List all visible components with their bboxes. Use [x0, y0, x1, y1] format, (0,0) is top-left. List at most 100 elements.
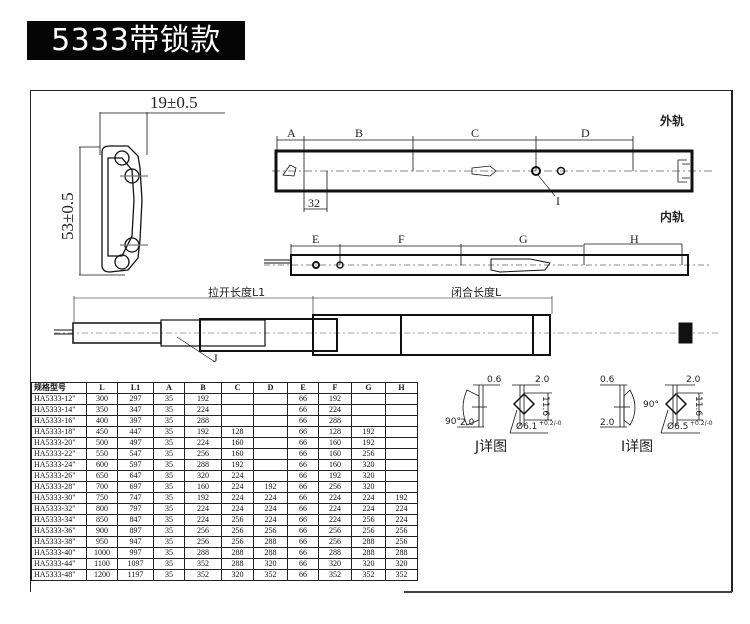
value-cell: 224: [184, 514, 222, 526]
value-cell: 66: [287, 470, 319, 482]
value-cell: 256: [184, 525, 222, 537]
detail-i-side: 2.0: [686, 375, 701, 385]
col-header-l1: L1: [117, 382, 154, 394]
drawing-frame: [30, 90, 732, 592]
value-cell: 35: [153, 459, 185, 471]
value-cell: [221, 404, 254, 416]
value-cell: 352: [351, 569, 386, 581]
col-header-model: 规格型号: [31, 382, 87, 394]
value-cell: 1197: [117, 569, 154, 581]
value-cell: 947: [117, 536, 154, 548]
value-cell: 66: [287, 481, 319, 493]
value-cell: 35: [153, 492, 185, 504]
value-cell: 35: [153, 404, 185, 416]
value-cell: 35: [153, 481, 185, 493]
outer-rail-label: 外轨: [660, 114, 685, 128]
model-cell: HA5333-18": [31, 426, 87, 438]
value-cell: 35: [153, 547, 185, 559]
value-cell: 35: [153, 426, 185, 438]
model-cell: HA5333-26": [31, 470, 87, 482]
value-cell: 224: [253, 503, 288, 515]
value-cell: [253, 448, 288, 460]
value-cell: 747: [117, 492, 154, 504]
value-cell: 352: [253, 569, 288, 581]
value-cell: 1097: [117, 558, 154, 570]
dim-a-label: A: [287, 126, 296, 140]
model-cell: HA5333-16": [31, 415, 87, 427]
detail-j-hole-tol: +0.2/-0: [539, 420, 562, 427]
value-cell: 192: [253, 481, 288, 493]
model-cell: HA5333-34": [31, 514, 87, 526]
value-cell: 288: [318, 415, 352, 427]
value-cell: 35: [153, 558, 185, 570]
value-cell: 160: [221, 437, 254, 449]
value-cell: [221, 393, 254, 405]
value-cell: 224: [318, 492, 352, 504]
value-cell: 288: [184, 459, 222, 471]
value-cell: 35: [153, 569, 185, 581]
value-cell: 35: [153, 448, 185, 460]
value-cell: 66: [287, 547, 319, 559]
value-cell: 224: [221, 503, 254, 515]
col-header-g: G: [351, 382, 386, 394]
value-cell: 66: [287, 525, 319, 537]
model-cell: HA5333-20": [31, 437, 87, 449]
value-cell: 288: [253, 547, 288, 559]
value-cell: 320: [351, 481, 386, 493]
model-cell: HA5333-36": [31, 525, 87, 537]
value-cell: 224: [351, 503, 386, 515]
page-title: 5333带锁款: [27, 21, 245, 60]
value-cell: 35: [153, 437, 185, 449]
value-cell: 35: [153, 525, 185, 537]
value-cell: 256: [351, 514, 386, 526]
value-cell: 256: [318, 525, 352, 537]
value-cell: 256: [385, 525, 418, 537]
extended-length-label: 拉开长度L1: [208, 286, 266, 299]
value-cell: [385, 415, 418, 427]
value-cell: 224: [221, 481, 254, 493]
inner-rail-drawing: [264, 243, 710, 276]
value-cell: 997: [117, 547, 154, 559]
value-cell: 224: [221, 492, 254, 504]
value-cell: 347: [117, 404, 154, 416]
value-cell: 288: [351, 547, 386, 559]
value-cell: 35: [153, 503, 185, 515]
value-cell: [385, 470, 418, 482]
value-cell: 647: [117, 470, 154, 482]
value-cell: 547: [117, 448, 154, 460]
value-cell: 256: [351, 448, 386, 460]
value-cell: 192: [351, 437, 386, 449]
detail-j-hole-dia: Ø6.1: [516, 422, 538, 432]
value-cell: 797: [117, 503, 154, 515]
value-cell: 192: [385, 492, 418, 504]
height-dimension: 53±0.5: [58, 192, 77, 240]
value-cell: [385, 393, 418, 405]
value-cell: [253, 470, 288, 482]
dim-h-label: H: [630, 232, 639, 246]
cross-section-drawing: [79, 112, 225, 276]
value-cell: 288: [351, 536, 386, 548]
value-cell: 66: [287, 459, 319, 471]
detail-i-hole-dia: Ø6.5: [667, 422, 689, 432]
dim-g-label: G: [519, 232, 528, 246]
value-cell: 192: [184, 492, 222, 504]
value-cell: 650: [86, 470, 118, 482]
detail-j-title: J详图: [475, 439, 508, 455]
model-cell: HA5333-44": [31, 558, 87, 570]
detail-i-drawing: [600, 384, 703, 434]
value-cell: 300: [86, 393, 118, 405]
value-cell: 66: [287, 558, 319, 570]
value-cell: [385, 437, 418, 449]
frame-bottom-edge: [404, 591, 732, 593]
detail-j-height: 11.6: [540, 396, 550, 417]
value-cell: 256: [385, 536, 418, 548]
